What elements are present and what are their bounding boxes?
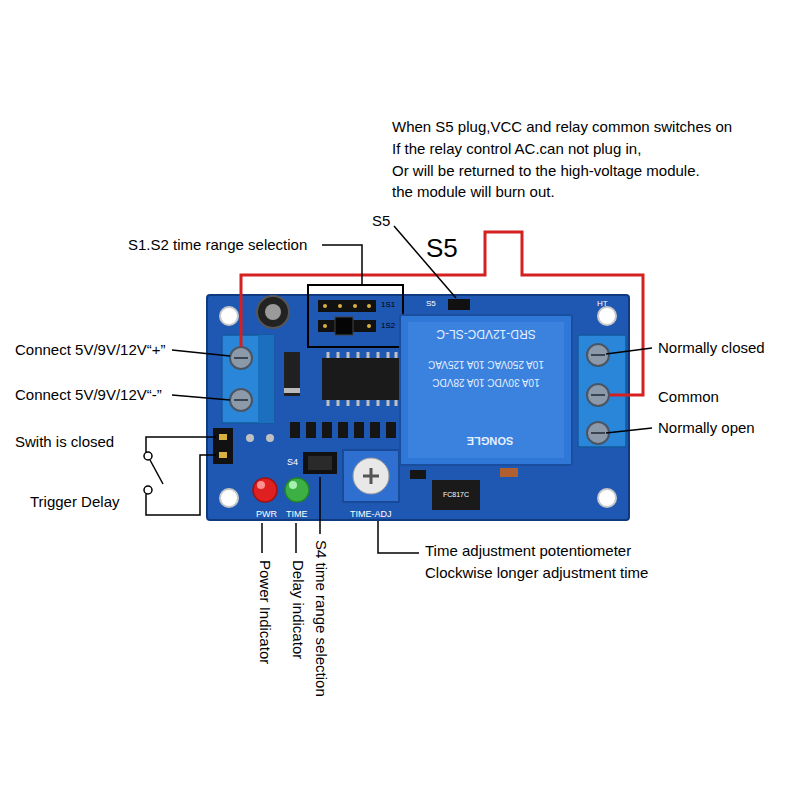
terminal-screw [587,344,609,366]
terminal-block [222,335,274,423]
silkscreen-label: 1S1 [381,300,395,310]
optocoupler [432,480,480,510]
screw-slot [234,399,248,401]
pin-header [318,300,376,312]
pin [367,304,371,308]
pcb-board [207,295,629,520]
s5-jumper [448,299,470,310]
jumper-cap [308,456,332,470]
screw-slot [234,357,248,359]
relay [400,315,572,465]
pin-label: Common [658,388,719,406]
pin-label: Connect 5V/9V/12V“-” [15,386,162,404]
pin [219,452,227,458]
leader-lines [172,226,652,553]
pin [353,304,357,308]
callout-label: Delay indicator [289,560,307,659]
mount-hole [220,307,238,325]
screw-slot [591,354,605,356]
pin [367,324,371,328]
warning-note: If the relay control AC.can not plug in, [392,140,641,158]
silkscreen-label: S4 [287,457,298,468]
silkscreen-label: TIME-ADJ [350,509,392,520]
relay-marking: 10A 250VAC 10A 125VAC [428,358,544,370]
silkscreen-label: PWR [256,509,277,520]
callout-label: Time adjustment potentiometer [425,542,631,560]
silkscreen-label: S5 [426,299,436,309]
pot-dial [353,458,389,494]
screw-slot [591,394,605,396]
callout-label: Trigger Delay [30,493,119,511]
warning-note: When S5 plug,VCC and relay common switch… [392,118,732,136]
terminal-screw [587,384,609,406]
s5-wire [241,232,643,395]
callout-label: S4 time range selection [312,540,330,697]
delay-led [285,478,309,502]
relay-top [408,322,564,458]
callout-label: Clockwise longer adjustment time [425,564,648,582]
switch-symbol [144,437,216,515]
terminal-block [258,335,274,423]
ic-pins [328,352,396,406]
diode-band [284,388,300,393]
power-led [253,478,277,502]
pin-header [213,428,233,464]
silkscreen-label: HT [597,299,608,309]
capacitor-top [265,304,281,320]
pad [266,434,274,442]
terminal-screw [230,347,252,369]
warning-note: Or will be returned to the high-voltage … [392,162,700,180]
screw-slot [591,432,605,434]
pin [338,304,342,308]
jumper-frame [308,285,403,347]
pot-slot [370,468,373,484]
silkscreen-label: TIME [286,509,308,520]
potentiometer [343,450,399,502]
relay-marking: SONGLE [467,433,513,446]
chip-marking: FC817C [443,491,469,499]
terminal-screw [230,389,252,411]
callout-label: S1.S2 time range selection [128,236,307,254]
pin-label: Connect 5V/9V/12V“+” [15,341,166,359]
callout-label: Power Indicator [256,560,274,664]
mount-hole [220,489,238,507]
warning-note: the module will burn out. [392,183,555,201]
pin [323,304,327,308]
terminal-screw [587,422,609,444]
mount-hole [598,307,616,325]
mount-hole [598,489,616,507]
pin-label: Normally closed [658,339,765,357]
relay-marking: SRD-12VDC-SL-C [436,327,535,341]
relay-marking: 10A 30VDC 10A 28VDC [432,376,539,388]
led-highlight [289,481,297,489]
s4-jumper [303,452,337,474]
pin [219,434,227,440]
jumper-cap [335,317,353,335]
ic-chip [322,358,402,400]
diode [284,352,300,396]
led-highlight [257,481,265,489]
jumper-label: S5 [372,212,390,230]
pin [323,324,327,328]
pad [246,434,254,442]
callout-label: Swith is closed [15,433,114,451]
silkscreen-label: 1S2 [381,321,395,331]
capacitor [257,296,289,328]
jumper-label: S5 [426,233,458,264]
pin-label: Normally open [658,419,755,437]
